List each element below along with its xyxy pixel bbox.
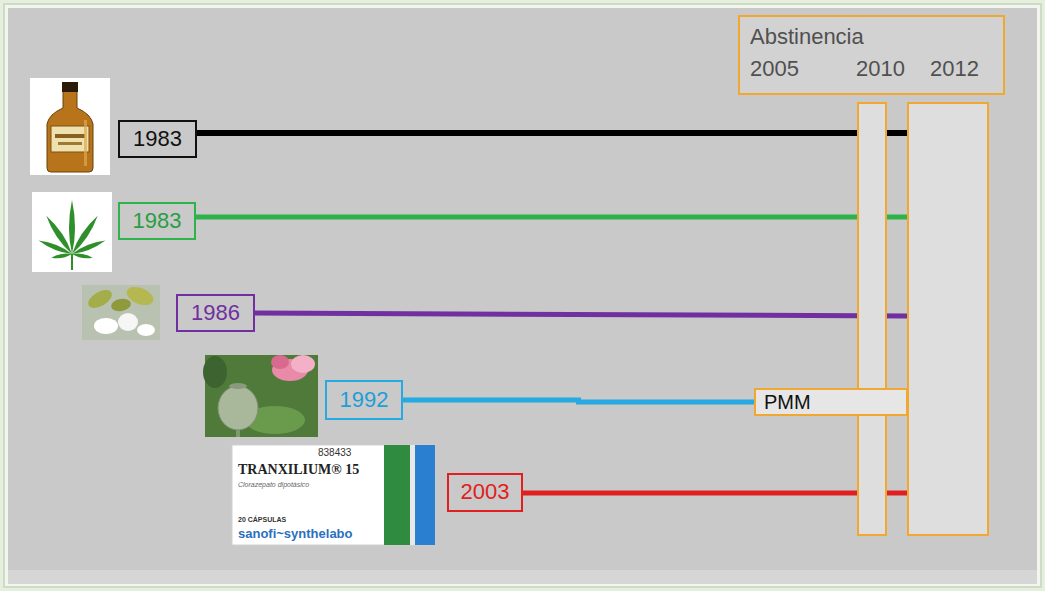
box-stripe bbox=[415, 445, 435, 545]
timeline-line bbox=[240, 313, 908, 316]
year-label: 2005 bbox=[750, 57, 856, 81]
leaf-picture bbox=[32, 192, 112, 272]
panel-ground bbox=[8, 8, 1037, 570]
cannabis-leaf bbox=[38, 200, 107, 270]
abstinence-bar bbox=[908, 103, 988, 535]
abstinence-bar bbox=[858, 103, 886, 535]
year-box: 1983 bbox=[118, 202, 196, 240]
poppy-crown bbox=[229, 383, 247, 389]
product-substance: Clorazepato dipotásico bbox=[238, 481, 309, 489]
bottle-cap bbox=[62, 82, 78, 92]
timeline-connector bbox=[403, 400, 754, 402]
leaflet bbox=[51, 252, 72, 260]
year-box: 1986 bbox=[176, 294, 255, 332]
year-label: 2003 bbox=[461, 480, 510, 504]
powder bbox=[118, 313, 138, 331]
box-stripe bbox=[384, 445, 410, 545]
product-name: TRANXILIUM® 15 bbox=[238, 462, 359, 477]
box-stripe bbox=[410, 445, 415, 545]
bottle-shine bbox=[84, 120, 87, 166]
panel-strip bbox=[8, 570, 1037, 584]
poppy-petal bbox=[271, 355, 289, 369]
year-box: 2003 bbox=[447, 473, 523, 512]
poppy-foliage bbox=[203, 356, 227, 388]
leaflet bbox=[69, 200, 75, 254]
bottle-label-band bbox=[58, 142, 82, 145]
bottle-picture bbox=[30, 78, 110, 175]
treatment-box: PMM bbox=[754, 388, 908, 416]
bottle-body bbox=[47, 90, 93, 172]
timeline-line bbox=[180, 215, 908, 220]
bottle-label-band bbox=[55, 134, 85, 138]
year-box: 1983 bbox=[118, 120, 197, 158]
leaf-stem bbox=[71, 254, 73, 270]
powder bbox=[137, 324, 155, 336]
year-label: 2012 bbox=[930, 57, 979, 81]
product-count: 20 CÁPSULAS bbox=[238, 516, 286, 524]
medicine-box bbox=[232, 445, 435, 545]
treatment-label: PMM bbox=[764, 391, 811, 413]
poppy-petal bbox=[291, 355, 315, 373]
powder bbox=[94, 318, 118, 334]
year-label: 2010 bbox=[856, 57, 930, 81]
year-box: 1992 bbox=[325, 380, 403, 420]
poppy-pod bbox=[218, 386, 258, 430]
coca-leaf bbox=[110, 297, 132, 312]
year-label: 1983 bbox=[133, 127, 182, 151]
abstinence-panel: Abstinencia 200520102012 bbox=[738, 15, 1005, 95]
timeline-line bbox=[510, 491, 908, 496]
coca-leaf bbox=[85, 286, 115, 311]
frame bbox=[4, 4, 1041, 587]
year-label: 1983 bbox=[133, 209, 182, 233]
timeline-line bbox=[180, 130, 908, 136]
product-maker: sanofi~synthelabo bbox=[238, 527, 353, 541]
bottle-label bbox=[51, 126, 89, 152]
leaflet bbox=[72, 252, 93, 260]
year-label: 1986 bbox=[191, 301, 240, 325]
product-code: 838433 bbox=[318, 447, 351, 458]
panel-heading: Abstinencia bbox=[750, 25, 993, 49]
year-label: 1992 bbox=[340, 388, 389, 412]
